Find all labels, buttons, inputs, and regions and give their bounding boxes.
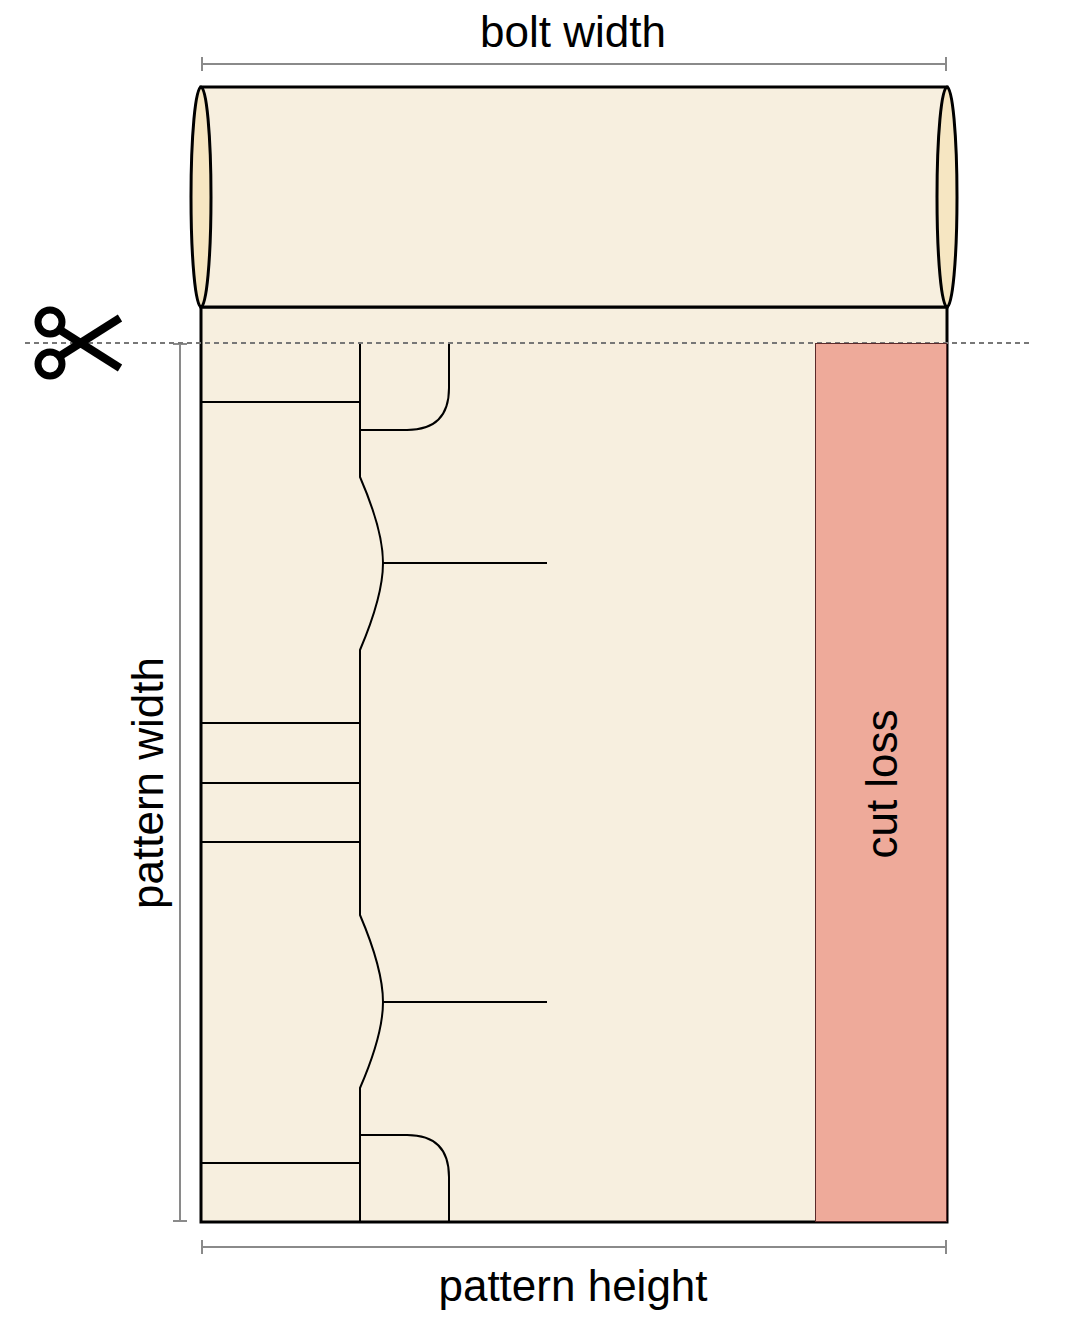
bolt-end <box>937 87 957 307</box>
dimension-label: bolt width <box>480 10 666 54</box>
pattern-pieces <box>201 343 547 1222</box>
scissors-icon <box>38 310 120 376</box>
dimension-label: pattern width <box>126 657 170 909</box>
dimension-label: pattern height <box>438 1264 707 1308</box>
bolt-end <box>191 87 211 307</box>
cut-loss-band: cut loss <box>815 343 947 1222</box>
dimension-lines <box>173 57 946 1254</box>
band-label: cut loss <box>860 709 904 858</box>
bolt-roll <box>201 87 947 307</box>
fabric-sheet <box>201 307 947 1222</box>
